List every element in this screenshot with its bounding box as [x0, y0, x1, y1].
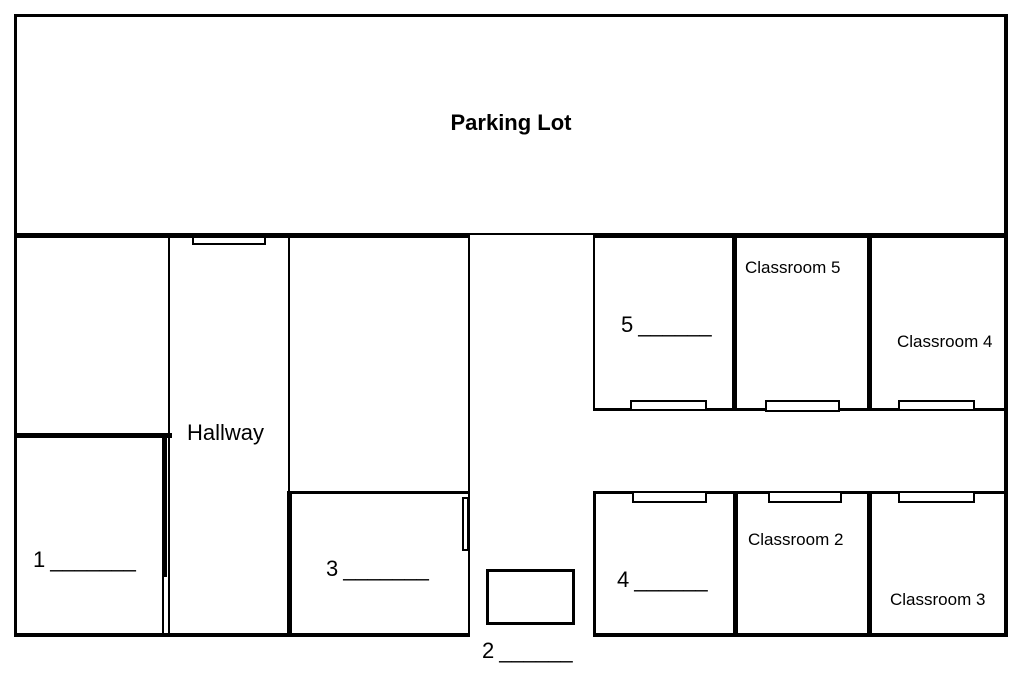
- wall-bottomrow-bottom: [593, 633, 1007, 637]
- blank-5-number: 5: [621, 312, 634, 337]
- hallway-door: [192, 236, 266, 245]
- classroom-2-door: [768, 491, 842, 503]
- wall-room1-right: [162, 438, 167, 577]
- wall-bottomrow-left: [593, 494, 596, 633]
- room-5-door: [630, 400, 707, 411]
- blank-1-line: _______: [50, 547, 136, 572]
- wall-parking-bottom-left: [14, 233, 470, 238]
- parking-lot-label: Parking Lot: [450, 110, 572, 135]
- wall-toprow-left: [593, 238, 595, 408]
- wall-left-building-bottom: [14, 633, 470, 637]
- wall-parking-bottom-right: [593, 233, 1008, 238]
- blank-4-number: 4: [617, 567, 630, 592]
- blank-2-number: 2: [482, 638, 495, 663]
- wall-hallway-right: [288, 238, 290, 491]
- blank-3: 3_______: [326, 556, 429, 582]
- blank-4: 4______: [617, 567, 708, 593]
- wall-room3-left: [287, 491, 292, 637]
- blank-1: 1_______: [33, 547, 136, 573]
- wall-parking-top: [14, 14, 1008, 17]
- classroom-3-room: [872, 494, 1004, 633]
- blank-5-line: ______: [638, 312, 712, 337]
- classroom-5-door: [765, 400, 840, 412]
- wall-mid-vertical: [468, 235, 470, 637]
- wall-room1-door-leaf: [162, 577, 164, 635]
- classroom-4-room: [872, 238, 1004, 408]
- room-4-door: [632, 491, 707, 503]
- blank-3-line: _______: [343, 556, 429, 581]
- hallway-label: Hallway: [187, 420, 265, 445]
- wall-divider-classroom5-classroom4: [867, 238, 872, 408]
- room-3-door: [462, 497, 469, 551]
- blank-5: 5______: [621, 312, 712, 338]
- wall-room3-top: [287, 491, 470, 494]
- classroom-2-room: [738, 494, 867, 633]
- wall-divider-room5-classroom5: [732, 238, 737, 408]
- classroom-3-label: Classroom 3: [890, 590, 986, 609]
- classroom-4-label: Classroom 4: [897, 332, 993, 351]
- wall-parking-bottom-mid: [470, 233, 593, 235]
- blank-2: 2______: [482, 638, 573, 664]
- room-upper-left: [17, 238, 168, 433]
- classroom-4-door: [898, 400, 975, 411]
- blank-3-number: 3: [326, 556, 339, 581]
- wall-hallway-left: [168, 238, 170, 637]
- room-1: [17, 438, 162, 633]
- room-upper-middle: [290, 238, 468, 491]
- classroom-3-door: [898, 491, 975, 503]
- structure-2-box: [486, 569, 575, 625]
- wall-upper-left-room-bottom: [14, 433, 172, 438]
- wall-divider-room4-classroom2: [733, 494, 738, 633]
- room-4: [596, 494, 733, 633]
- right-corridor: [593, 412, 1004, 491]
- wall-outer-left: [14, 14, 17, 637]
- wall-outer-right: [1004, 14, 1008, 637]
- wall-divider-classroom2-classroom3: [867, 494, 872, 633]
- classroom-5-label: Classroom 5: [745, 258, 841, 277]
- classroom-2-label: Classroom 2: [748, 530, 844, 549]
- blank-2-line: ______: [499, 638, 573, 663]
- blank-1-number: 1: [33, 547, 46, 572]
- blank-4-line: ______: [634, 567, 708, 592]
